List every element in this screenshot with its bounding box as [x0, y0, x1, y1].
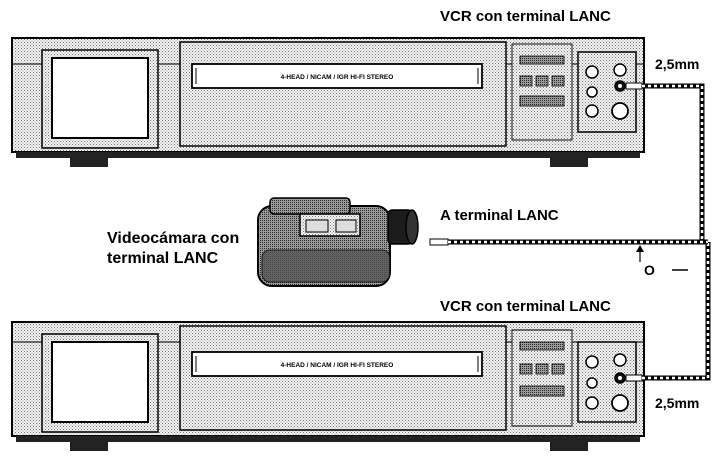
vcr-bottom-jack-2	[586, 377, 598, 389]
plug-bottom	[625, 374, 643, 382]
vcr-top: 4-HEAD / NICAM / IGR HI-FI STEREO	[11, 37, 645, 167]
cam-terminal-label: A terminal LANC	[440, 207, 559, 224]
cable-group	[429, 82, 711, 382]
vcr-top-jack-1	[585, 65, 599, 79]
camera-label-line2: terminal LANC	[107, 250, 219, 267]
cable-top	[642, 83, 705, 242]
vcr-top-jack-3	[585, 104, 599, 118]
vcr-top-screen	[51, 57, 149, 139]
or-mark: O	[644, 262, 655, 278]
vcr-bottom-screen	[51, 341, 149, 423]
vcr-bottom-jack-3	[585, 396, 599, 410]
vcr-top-knob	[611, 102, 629, 120]
vcr-top-base	[16, 152, 640, 158]
vcr-bottom-cassette-text: 4-HEAD / NICAM / IGR HI-FI STEREO	[281, 362, 394, 369]
vcr-bottom-label: VCR con terminal LANC	[440, 298, 611, 315]
vcr-bottom-cassette-slot	[191, 351, 483, 377]
plug-camera	[429, 238, 449, 246]
vcr-top-foot-right	[550, 158, 588, 167]
vcr-bottom-foot-right	[550, 442, 588, 451]
vcr-bottom-jack-1	[585, 355, 599, 369]
vcr-top-jack-2	[586, 86, 598, 98]
vcr-top-foot-left	[70, 158, 108, 167]
vcr-bottom-knob	[611, 394, 629, 412]
vcr-top-cassette-slot	[191, 63, 483, 89]
vcr-bottom-base	[16, 436, 640, 442]
jack-size-top-label: 2,5mm	[655, 56, 700, 72]
jack-size-bottom-label: 2,5mm	[655, 395, 700, 411]
vcr-top-label: VCR con terminal LANC	[440, 8, 611, 25]
camera-label-line1: Videocámara con	[107, 230, 240, 247]
vcr-bottom-foot-left	[70, 442, 108, 451]
camcorder	[257, 197, 419, 287]
plug-top	[625, 82, 643, 90]
vcr-top-cassette-text: 4-HEAD / NICAM / IGR HI-FI STEREO	[281, 74, 394, 81]
vcr-bottom: 4-HEAD / NICAM / IGR HI-FI STEREO	[11, 321, 645, 451]
